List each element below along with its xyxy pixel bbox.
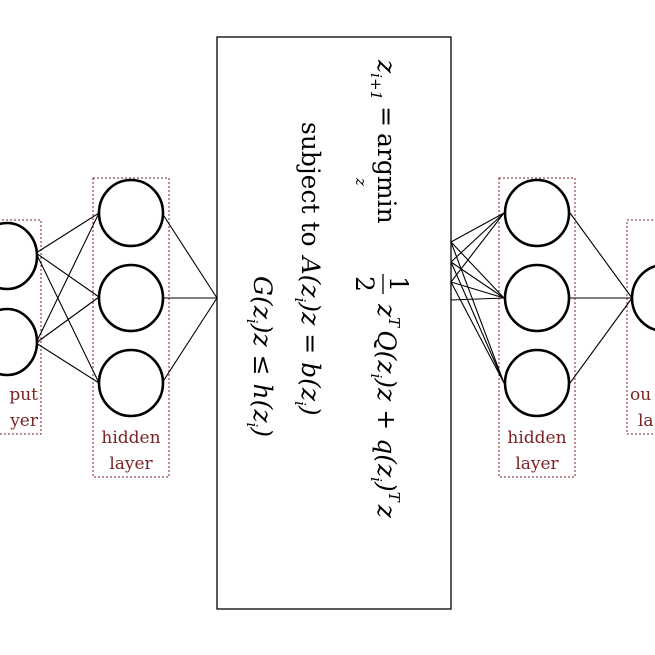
eq1-expr-b: Q(z [372,330,401,374]
eq2-a2: )z = b(z [296,301,325,402]
edges-opt-to-hidden [450,212,505,384]
output-layer-label: ou la [630,385,654,431]
input-node-2 [0,307,39,377]
input-layer-label: put yer [9,385,39,431]
eq1-lhs-var: z [372,59,401,74]
eq3-g2-sub: i [243,423,261,428]
optimization-equation-line2: subject toA(zi)z = b(zi) [291,122,325,416]
eq1-expr-e: z [372,504,401,519]
hidden-layer-left-box [92,177,170,478]
input-node-1 [0,221,39,291]
svg-text:subject toA(zi)z = b(zi): subject toA(zi)z = b(zi) [291,122,325,416]
hidden-right-label-line1: hidden [507,428,566,448]
input-label-line2: yer [9,411,39,431]
edges-hidden-to-output [569,212,633,384]
eq2-a2-sub: i [291,401,309,406]
output-label-line2: la [638,411,654,431]
eq1-expr-c-sub: i [367,477,385,482]
eq1-sup-t2: T [385,492,403,503]
hidden-left-node-3 [97,348,165,418]
hidden-right-label-line2: layer [515,454,559,474]
eq2-a1-sub: i [291,298,309,303]
eq3-g2: )z ≤ h(z [248,323,277,424]
input-label-line1: put [9,385,38,405]
eq1-sup-t1: T [385,317,403,328]
eq1-expr-a: z [372,303,401,318]
edges-hidden-to-opt [161,212,218,384]
eq3-g1: G(z [248,276,277,320]
eq1-frac-num: 1 [384,276,413,292]
hidden-right-node-2 [503,263,571,333]
svg-text:G(zi)z ≤ h(zi): G(zi)z ≤ h(zi) [243,276,277,437]
eq2-a1: A(z [296,255,325,299]
eq3-g3: ) [248,426,277,437]
eq1-op: argmin [372,133,401,224]
eq1-equals: = [372,106,401,127]
hidden-left-layer-label: hidden layer [101,428,160,474]
svg-text:zi+1=argmin: zi+1 = argmin [367,59,401,224]
eq1-expr-b-sub: i [367,374,385,379]
output-node [630,264,655,332]
eq3-g1-sub: i [243,319,261,324]
input-layer-box [0,219,42,435]
hidden-right-node-3 [503,348,571,418]
eq1-expr-d: ) [372,481,401,492]
hidden-left-node-2 [97,263,165,333]
hidden-right-layer-label: hidden layer [507,428,566,474]
eq1-frac-den: 2 [350,276,379,292]
optimization-equation-line1: zi+1=argmin z 1 2 zTQ(zi)z + q(zi)Tz [350,59,413,519]
hidden-layer-right-box [498,177,576,478]
edges-input-to-hidden [35,212,100,384]
hidden-right-node-1 [503,178,571,248]
optimization-equation-line3: G(zi)z ≤ h(zi) [243,276,277,437]
optimization-layer-box [216,36,452,610]
svg-text:zTQ(zi)z + q(zi)Tz: zTQ(zi)z + q(zi)Tz [367,303,403,519]
eq1-expr-c: )z + q(z [372,377,401,478]
eq2-a3: ) [296,405,325,416]
hidden-left-label-line1: hidden [101,428,160,448]
output-label-line1: ou [630,385,651,405]
hidden-left-node-1 [97,178,165,248]
output-layer-box [626,219,655,435]
eq1-op-sub: z [352,177,370,186]
eq2-prefix: subject to [296,122,325,247]
hidden-left-label-line2: layer [109,454,153,474]
eq1-lhs-sub: i+1 [367,73,385,100]
